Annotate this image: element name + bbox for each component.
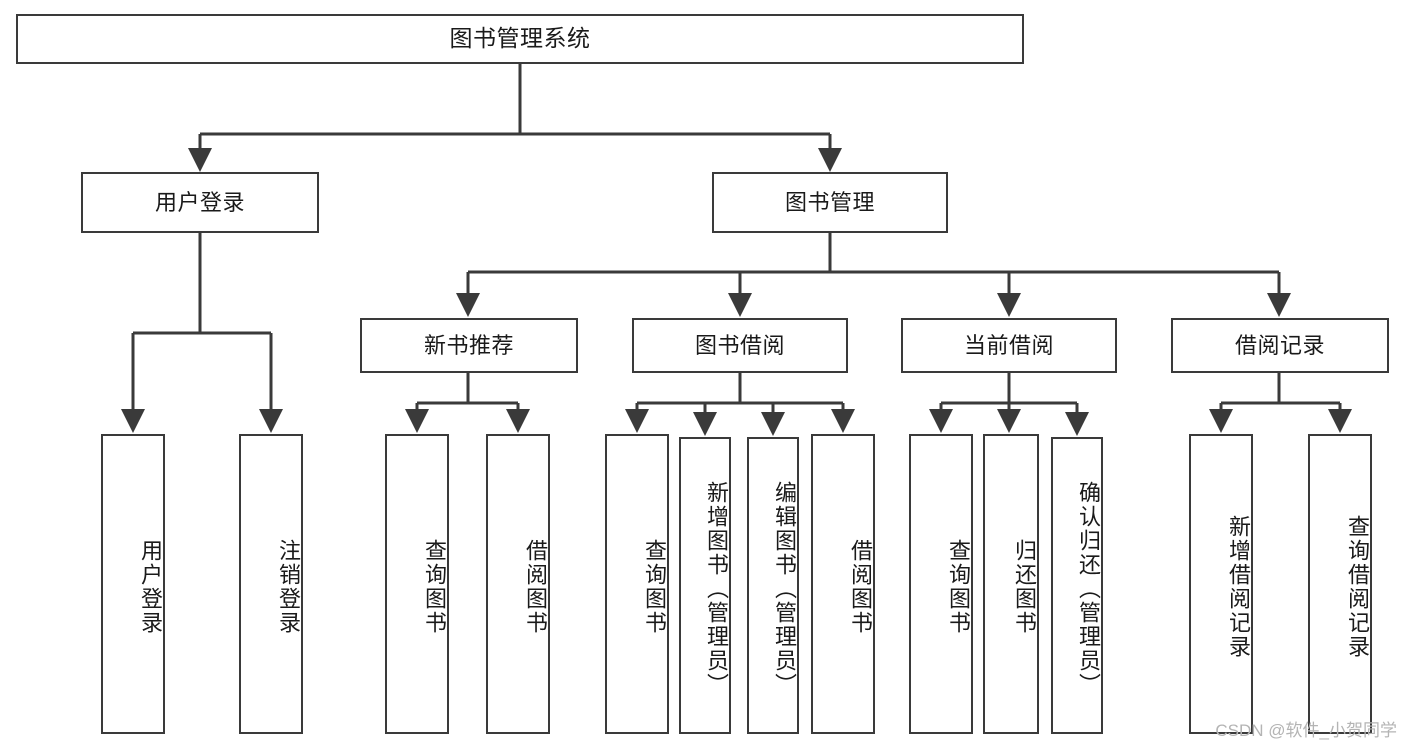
leaf-new-book-borrow-books-label: 借阅图书 (523, 539, 548, 635)
leaf-current-borrow-return-books-label: 归还图书 (1012, 539, 1037, 635)
leaf-user-login-logout-label: 注销登录 (276, 539, 301, 635)
leaf-borrow-record-add-record[interactable]: 新增借阅记录 (1189, 434, 1253, 734)
leaf-current-borrow-confirm-return-admin[interactable]: 确认归还（管理员） (1051, 437, 1103, 734)
leaf-new-book-query-books-label: 查询图书 (422, 539, 447, 635)
node-book-management-label: 图书管理 (784, 189, 875, 215)
leaf-current-borrow-return-books[interactable]: 归还图书 (983, 434, 1039, 734)
leaf-new-book-borrow-books[interactable]: 借阅图书 (486, 434, 550, 734)
leaf-book-borrow-edit-book-admin[interactable]: 编辑图书（管理员） (747, 437, 799, 734)
node-book-borrow-label: 图书借阅 (694, 332, 785, 358)
node-new-book-recommend[interactable]: 新书推荐 (360, 318, 578, 373)
leaf-current-borrow-confirm-return-admin-label: 确认归还（管理员） (1076, 480, 1101, 697)
node-book-management[interactable]: 图书管理 (712, 172, 948, 233)
node-root-label: 图书管理系统 (449, 25, 591, 52)
leaf-borrow-record-add-record-label: 新增借阅记录 (1226, 515, 1251, 659)
leaf-book-borrow-borrow-books-label: 借阅图书 (848, 539, 873, 635)
leaf-book-borrow-add-book-admin[interactable]: 新增图书（管理员） (679, 437, 731, 734)
leaf-book-borrow-query-books-label: 查询图书 (642, 539, 667, 635)
leaf-book-borrow-borrow-books[interactable]: 借阅图书 (811, 434, 875, 734)
leaf-current-borrow-query-books[interactable]: 查询图书 (909, 434, 973, 734)
node-book-borrow[interactable]: 图书借阅 (632, 318, 848, 373)
leaf-user-login-login-label: 用户登录 (138, 539, 163, 635)
node-borrow-record[interactable]: 借阅记录 (1171, 318, 1389, 373)
leaf-book-borrow-add-book-admin-label: 新增图书（管理员） (704, 480, 729, 697)
node-current-borrow[interactable]: 当前借阅 (901, 318, 1117, 373)
node-user-login[interactable]: 用户登录 (81, 172, 319, 233)
leaf-borrow-record-query-record-label: 查询借阅记录 (1345, 515, 1370, 659)
leaf-borrow-record-query-record[interactable]: 查询借阅记录 (1308, 434, 1372, 734)
node-borrow-record-label: 借阅记录 (1234, 332, 1325, 358)
node-current-borrow-label: 当前借阅 (963, 332, 1054, 358)
leaf-new-book-query-books[interactable]: 查询图书 (385, 434, 449, 734)
leaf-book-borrow-query-books[interactable]: 查询图书 (605, 434, 669, 734)
leaf-current-borrow-query-books-label: 查询图书 (946, 539, 971, 635)
leaf-book-borrow-edit-book-admin-label: 编辑图书（管理员） (772, 480, 797, 697)
node-root-book-management-system[interactable]: 图书管理系统 (16, 14, 1024, 64)
node-new-book-recommend-label: 新书推荐 (423, 332, 514, 358)
leaf-user-login-login[interactable]: 用户登录 (101, 434, 165, 734)
node-user-login-label: 用户登录 (154, 189, 245, 215)
csdn-watermark: CSDN @软件_小贺同学 (1215, 721, 1397, 740)
leaf-user-login-logout[interactable]: 注销登录 (239, 434, 303, 734)
